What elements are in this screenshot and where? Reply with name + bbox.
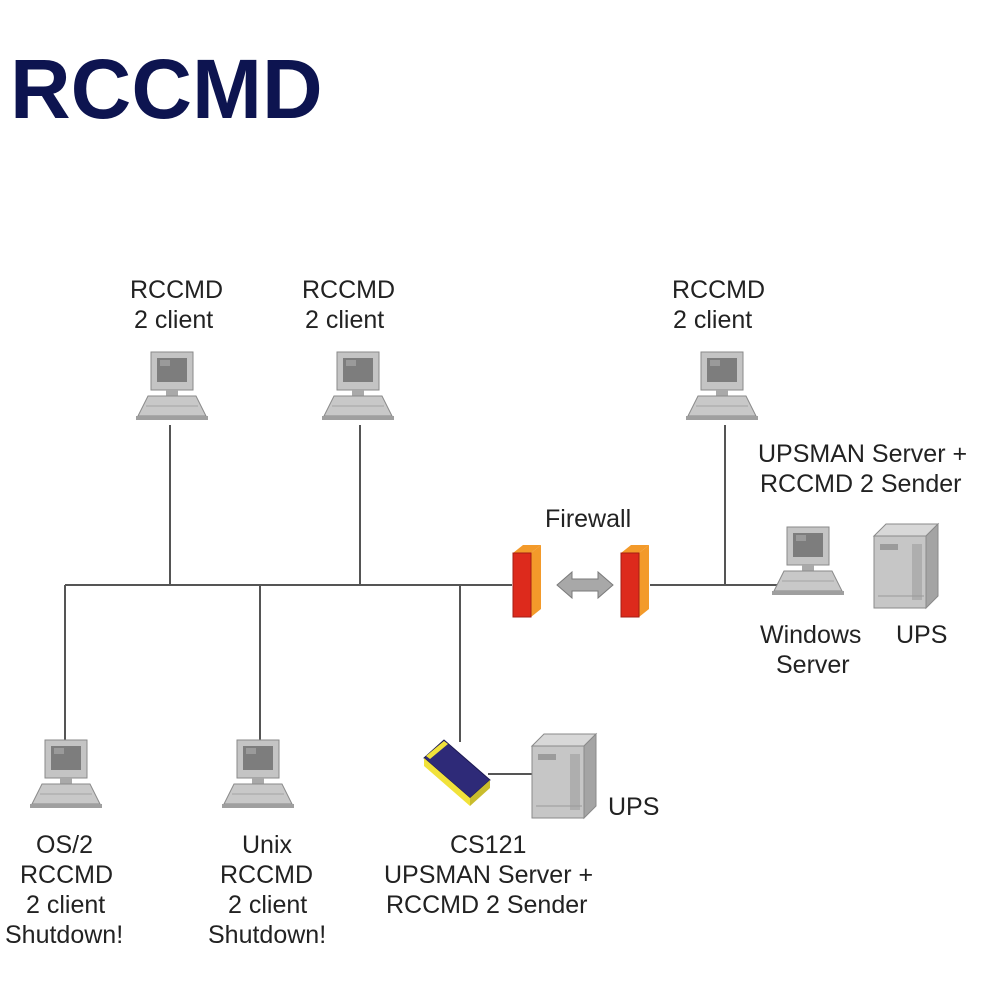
computer-icon <box>135 351 209 421</box>
os2-line2: RCCMD <box>20 861 113 889</box>
windows-server-line2: Server <box>776 651 850 679</box>
ups-right: UPS <box>873 523 947 649</box>
client-top-2-line2: 2 client <box>305 306 384 334</box>
cs121-card-icon <box>423 739 491 806</box>
computer-icon <box>29 739 103 809</box>
os2-client: OS/2 RCCMD 2 client Shutdown! <box>5 739 123 949</box>
client-top-3-line1: RCCMD <box>672 276 765 304</box>
computer-icon <box>321 351 395 421</box>
firewall-label: Firewall <box>545 505 631 533</box>
rccmd-client-top-1: RCCMD 2 client <box>130 276 223 421</box>
unix-line1: Unix <box>242 831 293 859</box>
unix-line4: Shutdown! <box>208 921 326 949</box>
ups-icon <box>873 523 939 609</box>
upsman-sender-line1: UPSMAN Server + <box>758 440 967 468</box>
windows-server: Windows Server <box>760 526 861 679</box>
cs121-line2: UPSMAN Server + <box>384 861 593 889</box>
windows-server-line1: Windows <box>760 621 861 649</box>
firewall-block-right-icon <box>620 544 650 618</box>
os2-line4: Shutdown! <box>5 921 123 949</box>
rccmd-client-top-2: RCCMD 2 client <box>302 276 395 421</box>
client-top-2-line1: RCCMD <box>302 276 395 304</box>
client-top-3-line2: 2 client <box>673 306 752 334</box>
computer-icon <box>685 351 759 421</box>
ups-bottom-label: UPS <box>608 793 659 821</box>
unix-client: Unix RCCMD 2 client Shutdown! <box>208 739 326 949</box>
client-top-1-line1: RCCMD <box>130 276 223 304</box>
cs121-device: CS121 UPSMAN Server + RCCMD 2 Sender <box>384 739 593 919</box>
bidirectional-arrow-icon <box>556 570 614 600</box>
unix-line2: RCCMD <box>220 861 313 889</box>
upsman-sender-line2: RCCMD 2 Sender <box>760 470 961 498</box>
cs121-line1: CS121 <box>450 831 526 859</box>
os2-line3: 2 client <box>26 891 105 919</box>
rccmd-client-top-3: RCCMD 2 client <box>672 276 765 421</box>
client-top-1-line2: 2 client <box>134 306 213 334</box>
ups-bottom: UPS <box>531 733 659 821</box>
ups-right-label: UPS <box>896 621 947 649</box>
cs121-line3: RCCMD 2 Sender <box>386 891 587 919</box>
firewall: Firewall <box>512 505 650 618</box>
firewall-block-left-icon <box>512 544 542 618</box>
computer-icon <box>221 739 295 809</box>
page-title: RCCMD <box>10 42 323 136</box>
os2-line1: OS/2 <box>36 831 93 859</box>
computer-icon <box>771 526 845 596</box>
network-wires <box>64 425 778 775</box>
upsman-sender-label: UPSMAN Server + RCCMD 2 Sender <box>758 440 967 498</box>
ups-icon <box>531 733 597 819</box>
unix-line3: 2 client <box>228 891 307 919</box>
